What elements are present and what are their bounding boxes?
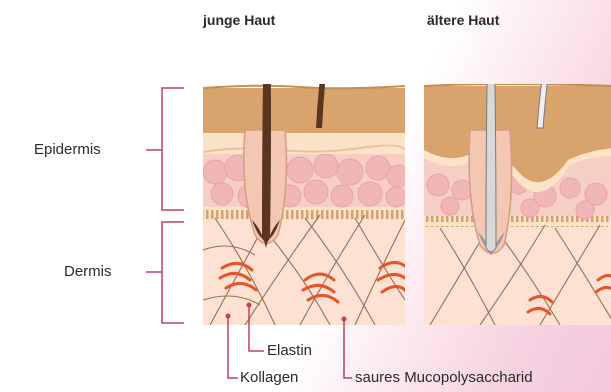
young-skin-panel — [203, 30, 409, 325]
older-hair-main — [486, 30, 496, 252]
dermis-bracket — [146, 222, 184, 323]
epidermis-bracket — [146, 88, 184, 210]
young-stratum-corneum — [203, 88, 405, 133]
young-hair-main — [262, 30, 271, 242]
young-basal-layer — [203, 205, 405, 219]
older-skin-panel — [424, 30, 611, 325]
